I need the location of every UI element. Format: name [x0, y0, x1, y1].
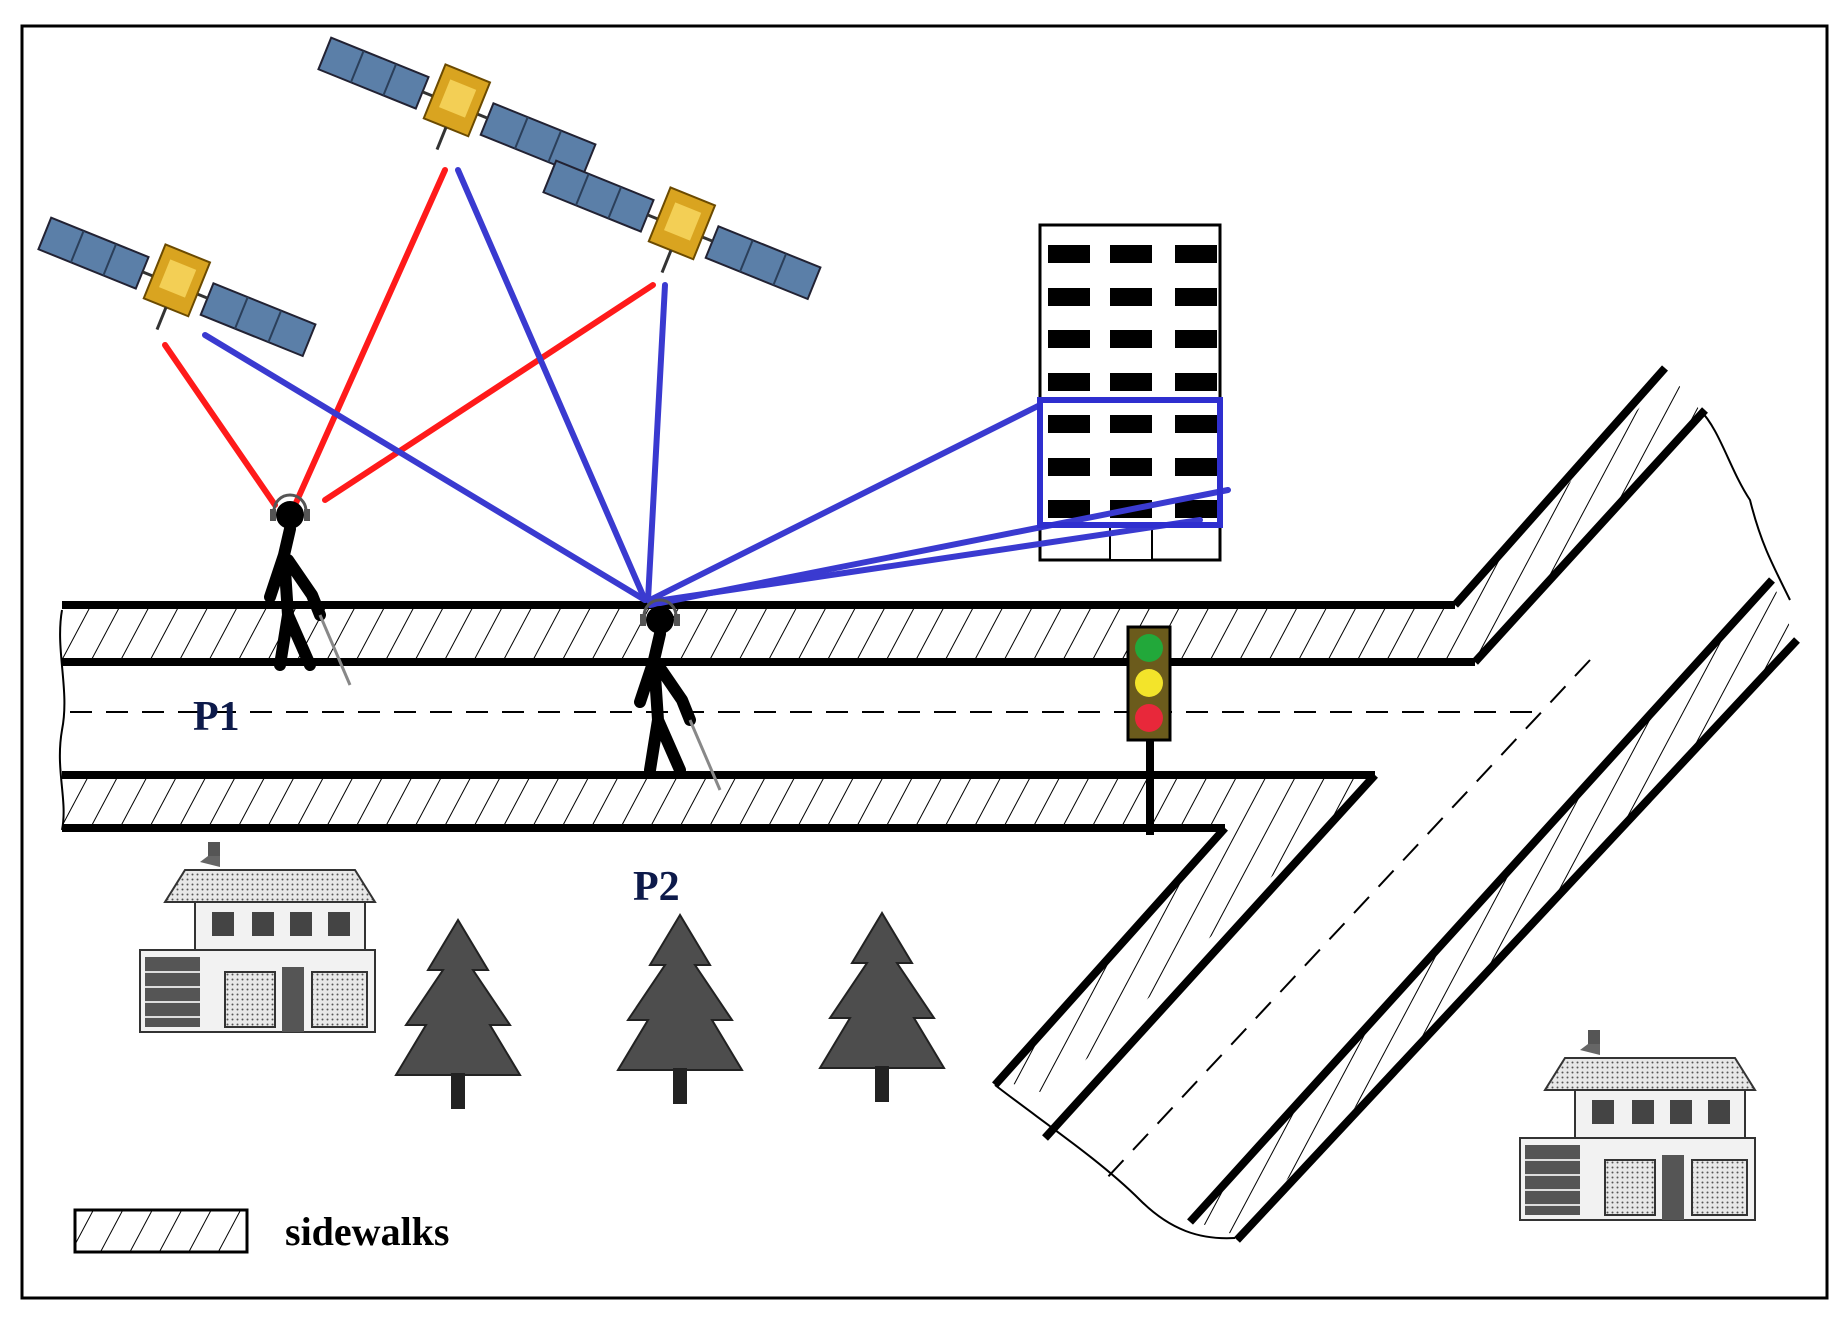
main-road — [58, 365, 1800, 1243]
tree-icon — [617, 914, 743, 1105]
pedestrian-icon — [270, 495, 350, 685]
traffic-light-icon — [1126, 625, 1172, 835]
sidewalk-north — [62, 375, 1700, 662]
sidewalk-south — [62, 775, 1375, 1095]
satellite-icon — [530, 142, 829, 329]
building-reflection-highlight — [1037, 397, 1223, 528]
tree-icon — [395, 919, 521, 1110]
los-signal-line — [455, 167, 648, 603]
nlos-signal-line — [322, 282, 656, 503]
red-light — [1135, 704, 1163, 732]
los-signal-line — [645, 282, 668, 603]
tree-icon — [819, 912, 945, 1103]
house-icon — [1519, 1029, 1756, 1221]
building-icon — [1038, 223, 1222, 562]
house-icon — [139, 841, 376, 1033]
sidewalk-east — [1190, 580, 1795, 1235]
legend: sidewalks — [73, 1208, 450, 1254]
los-signal-line — [202, 332, 648, 603]
nlos-signal-line — [292, 167, 448, 508]
legend-label: sidewalks — [285, 1209, 450, 1254]
legend-sidewalk-swatch — [73, 1208, 249, 1254]
yellow-light — [1135, 669, 1163, 697]
green-light — [1135, 634, 1163, 662]
nlos-signal-line — [162, 342, 278, 508]
person-label-p1: P1 — [193, 694, 240, 740]
signal-lines — [162, 167, 1231, 608]
reflected-signal-line — [647, 402, 1043, 603]
figure-frame — [20, 24, 1829, 1300]
person-label-p2: P2 — [633, 864, 680, 910]
